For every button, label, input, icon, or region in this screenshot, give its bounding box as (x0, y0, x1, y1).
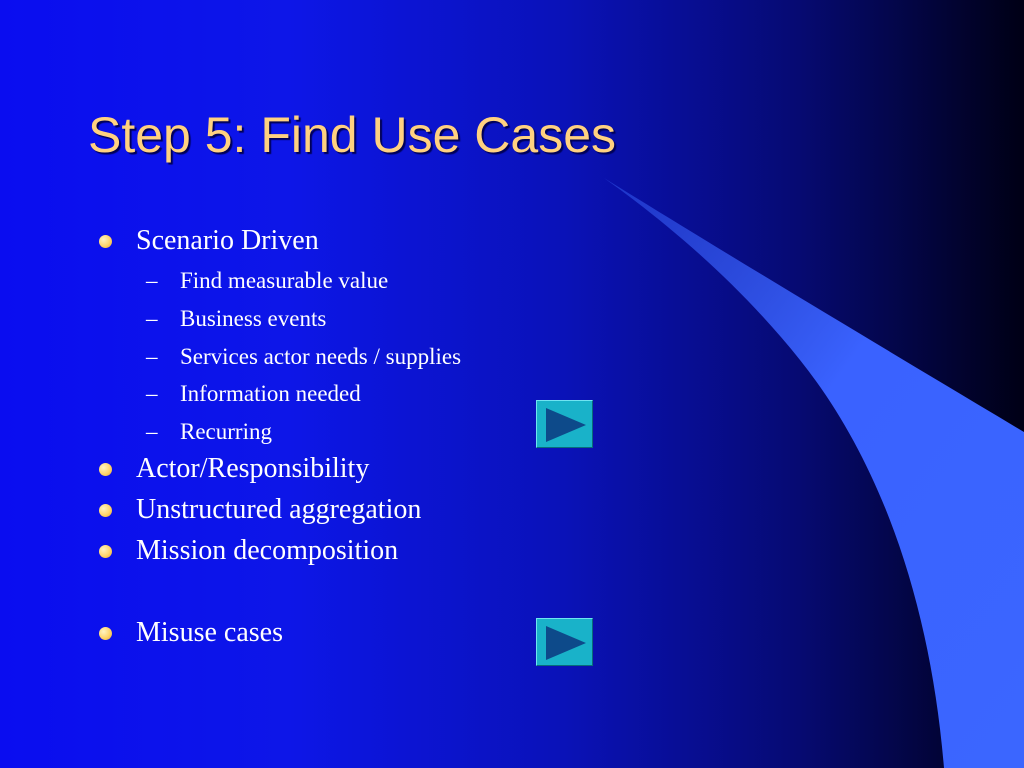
dash-marker: – (146, 268, 158, 293)
bullet-dot-icon (99, 462, 112, 476)
sub-item-text: Services actor needs / supplies (180, 344, 462, 369)
dash-marker: – (146, 344, 158, 369)
bullet-text: Actor/Responsibility (136, 453, 370, 484)
bullet-text: Scenario Driven (136, 225, 319, 256)
bullet-dot-icon (99, 626, 112, 640)
sub-item-text: Find measurable value (180, 268, 389, 293)
play-arrow-icon (546, 408, 586, 442)
bullet-dot-icon (99, 503, 112, 517)
sub-item-recurring: – Recurring (146, 418, 272, 446)
bullet-item-actor-responsibility: Actor/Responsibility (96, 452, 369, 486)
sub-item-text: Business events (180, 306, 327, 331)
bullet-item-misuse-cases: Misuse cases (96, 616, 283, 650)
play-button-misuse[interactable] (536, 618, 593, 666)
bullet-text: Mission decomposition (136, 535, 399, 566)
dash-marker: – (146, 419, 158, 444)
play-button-scenario[interactable] (536, 400, 593, 448)
bullet-item-mission-decomposition: Mission decomposition (96, 534, 398, 568)
sub-item-business-events: – Business events (146, 305, 326, 333)
sub-item-find-measurable-value: – Find measurable value (146, 267, 388, 295)
bullet-text: Unstructured aggregation (136, 494, 422, 525)
bullet-dot-icon (99, 234, 112, 248)
sub-item-text: Information needed (180, 381, 361, 406)
bullet-item-scenario-driven: Scenario Driven (96, 224, 319, 258)
sub-item-text: Recurring (180, 419, 272, 444)
bullet-item-unstructured-aggregation: Unstructured aggregation (96, 493, 421, 527)
dash-marker: – (146, 381, 158, 406)
play-arrow-icon (546, 626, 586, 660)
sub-item-information-needed: – Information needed (146, 380, 361, 408)
dash-marker: – (146, 306, 158, 331)
bullet-dot-icon (99, 544, 112, 558)
bullet-text: Misuse cases (136, 617, 283, 648)
sub-item-services-actor-needs: – Services actor needs / supplies (146, 343, 461, 371)
slide-title: Step 5: Find Use Cases (88, 107, 617, 163)
